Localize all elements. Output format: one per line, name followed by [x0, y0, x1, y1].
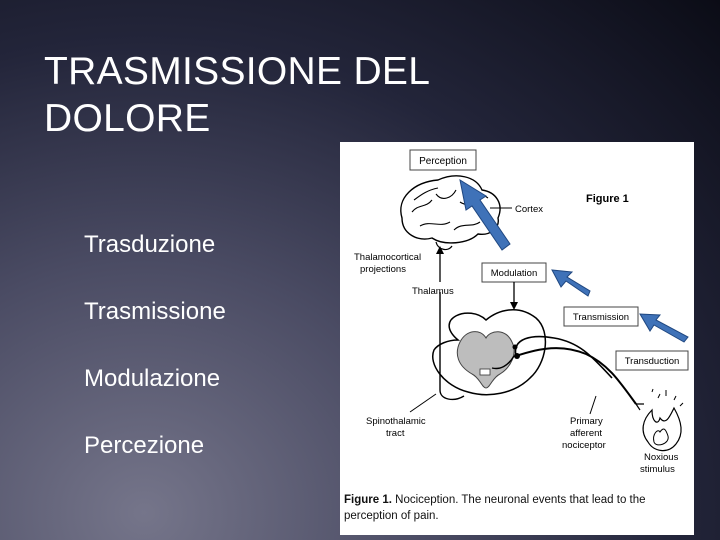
slide-title-line-2: DOLORE [44, 97, 211, 140]
spinothalamic-label-1: Spinothalamic [366, 416, 426, 427]
noxious-label-1: Noxious [644, 452, 679, 463]
spinothalamic-label-2: tract [386, 428, 405, 439]
perception-label: Perception [419, 156, 467, 167]
cortex-label: Cortex [515, 204, 543, 215]
thalamus-label: Thalamus [412, 286, 454, 297]
bullet-item: Percezione [84, 429, 226, 496]
arrow-transmission-icon [640, 314, 688, 342]
figure-caption: Figure 1. Nociception. The neuronal even… [344, 492, 689, 524]
transduction-label: Transduction [625, 356, 680, 367]
bullet-item: Trasduzione [84, 228, 226, 295]
figure-label: Figure 1 [586, 193, 629, 205]
noxious-label-2: stimulus [640, 464, 675, 475]
transmission-label: Transmission [573, 312, 629, 323]
modulation-label: Modulation [491, 268, 537, 279]
bullet-item: Trasmissione [84, 295, 226, 362]
arrow-modulation-icon [552, 270, 590, 296]
bullet-item: Modulazione [84, 362, 226, 429]
bullet-list: Trasduzione Trasmissione Modulazione Per… [84, 228, 226, 496]
figure-caption-label: Figure 1. [344, 494, 392, 506]
nociception-diagram: Perception Cortex Figure 1 Thalamocortic… [340, 142, 694, 535]
thalamocortical-label-1: Thalamocortical [354, 252, 421, 263]
primary-label-1: Primary [570, 416, 603, 427]
thalamocortical-label-2: projections [360, 264, 406, 275]
nociception-figure: Perception Cortex Figure 1 Thalamocortic… [340, 142, 694, 535]
slide-title: TRASMISSIONE DEL DOLORE [44, 48, 430, 142]
primary-label-3: nociceptor [562, 440, 606, 451]
flame-icon [643, 389, 683, 451]
slide-title-line-1: TRASMISSIONE DEL [44, 50, 430, 93]
primary-label-2: afferent [570, 428, 602, 439]
